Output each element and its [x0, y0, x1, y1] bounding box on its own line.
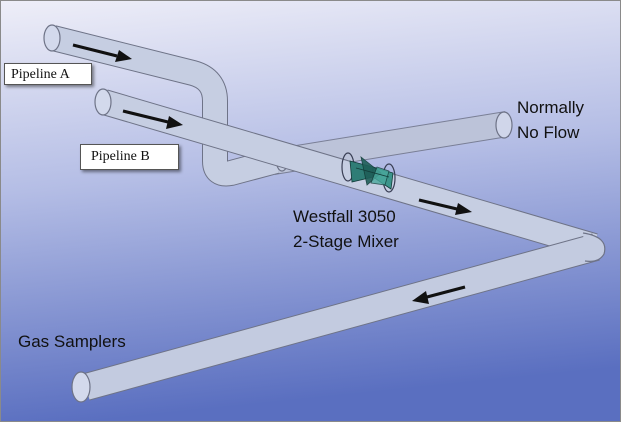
- flow-arrow-pipeline-b: [122, 109, 183, 129]
- pipeline-a-label: Pipeline A: [4, 63, 92, 85]
- no-flow-pipe-end: [495, 111, 513, 139]
- mixer-annotation: Westfall 3050 2-Stage Mixer: [293, 204, 399, 254]
- flow-arrow-return: [412, 285, 466, 304]
- no-flow-annotation: Normally No Flow: [517, 95, 584, 145]
- mixer-line2: 2-Stage Mixer: [293, 232, 399, 251]
- no-flow-line2: No Flow: [517, 123, 580, 142]
- pipeline-b-pipe: [94, 88, 598, 259]
- flow-arrow-pipeline-a: [72, 43, 132, 62]
- flow-arrow-mixer-out: [418, 198, 472, 215]
- sampler-pipe-end: [71, 371, 91, 403]
- mixer-line1: Westfall 3050: [293, 207, 396, 226]
- mixer-icon: [341, 152, 396, 193]
- sampler-return-pipe: [71, 232, 606, 403]
- pipeline-b-label: Pipeline B: [80, 144, 179, 170]
- pipeline-b-inlet: [94, 88, 112, 116]
- gas-samplers-annotation: Gas Samplers: [18, 332, 126, 351]
- pipeline-a-inlet: [43, 24, 61, 52]
- no-flow-line1: Normally: [517, 98, 585, 117]
